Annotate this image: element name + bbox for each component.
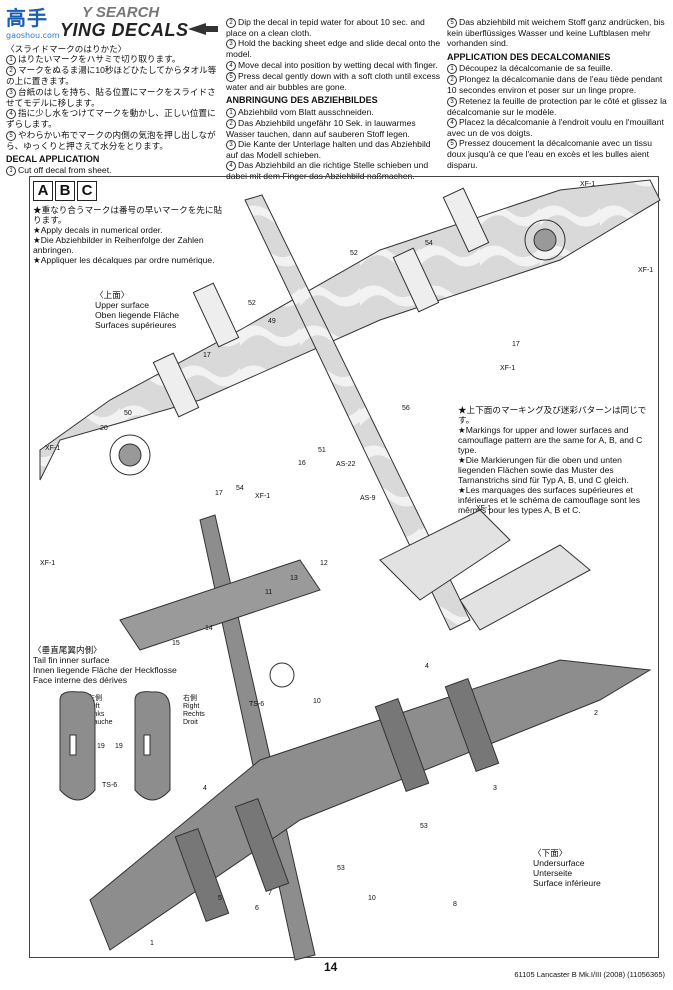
fr-heading: APPLICATION DES DECALCOMANIES — [447, 51, 611, 62]
callout-xf1: XF-1 — [500, 365, 515, 372]
roundel-left — [109, 434, 151, 476]
callout-num: 2 — [594, 710, 598, 717]
callout-xf1: XF-1 — [45, 445, 60, 452]
logo-subtext: gaoshou.com — [6, 31, 60, 40]
callout-num: 5 — [218, 895, 222, 902]
callout-num: 11 — [265, 589, 272, 596]
callout-num: 19 — [115, 743, 123, 750]
callout-xf1: XF-1 — [255, 493, 270, 500]
de-heading: ANBRINGUNG DES ABZIEHBILDES — [226, 95, 378, 106]
jp-heading: 〈スライドマークのはりかた〉 — [6, 44, 127, 54]
callout-num: 19 — [97, 743, 105, 750]
callout-num: 53 — [420, 823, 428, 830]
callout-num: 54 — [425, 240, 433, 247]
camouflage-note: ★上下面のマーキング及び迷彩パターンは同じです。 ★Markings for u… — [458, 405, 647, 515]
upper-surface-label: 〈上面〉 Upper surface Oben liegende Fläche … — [95, 290, 180, 330]
callout-num: 13 — [290, 575, 298, 582]
en-heading: DECAL APPLICATION — [6, 154, 100, 165]
badge-c: C — [77, 181, 97, 201]
callout-as22: AS-22 — [336, 461, 356, 468]
product-code: 61105 Lancaster B Mk.I/III (2008) (11056… — [514, 970, 665, 979]
upper-surface-plane — [39, 179, 661, 631]
callout-num: 49 — [268, 318, 276, 325]
callout-num: 54 — [236, 485, 244, 492]
page-header: 高手 gaoshou.com Y SEARCH YING DECALS — [0, 0, 673, 40]
callout-num: 4 — [203, 785, 207, 792]
callout-num: 10 — [368, 895, 376, 902]
callout-num: 53 — [337, 865, 345, 872]
callout-num: 1 — [150, 940, 154, 947]
callout-num: 17 — [203, 352, 211, 359]
decal-diagram-panel — [29, 176, 659, 958]
callout-num: 14 — [205, 625, 213, 632]
callout-num: 52 — [350, 250, 358, 257]
callout-ts6: TS-6 — [249, 701, 264, 708]
callout-as9: AS-9 — [360, 495, 376, 502]
callout-ts6: TS-6 — [102, 782, 117, 789]
callout-num: 17 — [215, 490, 223, 497]
callout-labels: XF-1 XF-1 XF-1 XF-1 XF-1 XF-1 XF-1 AS-22… — [40, 181, 653, 947]
callout-num: 56 — [402, 405, 410, 412]
roundel-under — [269, 662, 295, 688]
callout-num: 52 — [248, 300, 256, 307]
callout-num: 20 — [100, 425, 108, 432]
callout-xf1: XF-1 — [638, 267, 653, 274]
badge-a: A — [33, 181, 53, 201]
callout-num: 4 — [425, 663, 429, 670]
callout-num: 7 — [268, 890, 272, 897]
tail-fin-right — [134, 691, 171, 801]
callout-num: 15 — [172, 640, 180, 647]
callout-num: 3 — [493, 785, 497, 792]
watermark-logo: 高手 gaoshou.com — [6, 2, 60, 40]
undersurface-label: 〈下面〉 Undersurface Unterseite Surface inf… — [533, 848, 601, 888]
callout-num: 16 — [298, 460, 306, 467]
callout-num: 10 — [313, 698, 321, 705]
lower-surface-plane — [89, 514, 652, 961]
pointing-hand-icon — [188, 23, 218, 35]
callout-num: 8 — [453, 901, 457, 908]
tail-fin-label: 〈垂直尾翼内側〉 Tail fin inner surface Innen li… — [33, 645, 177, 685]
callout-num: 12 — [320, 560, 328, 567]
watermark-search: Y SEARCH — [82, 4, 160, 21]
page-title: YING DECALS — [60, 20, 189, 40]
order-notes: ★重なり合うマークは番号の早いマークを先に貼ります。 ★Apply decals… — [33, 205, 223, 265]
callout-num: 51 — [318, 447, 326, 454]
callout-num: 6 — [255, 905, 259, 912]
callout-num: 50 — [124, 410, 132, 417]
roundel-right — [524, 219, 566, 261]
callout-xf1: XF-1 — [40, 560, 55, 567]
logo-text: 高手 — [6, 6, 48, 30]
callout-num: 17 — [512, 341, 520, 348]
badge-b: B — [55, 181, 75, 201]
page-number: 14 — [324, 960, 338, 974]
tail-fin-left — [59, 691, 96, 801]
callout-xf1: XF-1 — [476, 505, 491, 512]
callout-xf1: XF-1 — [580, 181, 595, 188]
